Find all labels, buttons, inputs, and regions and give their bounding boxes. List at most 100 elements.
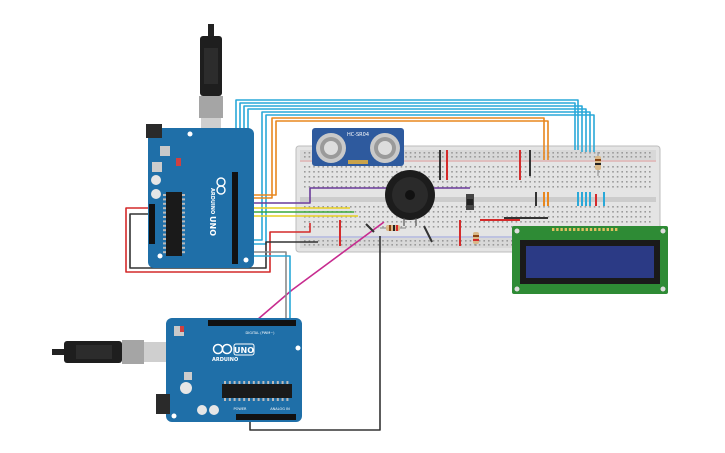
breadboard-hole xyxy=(340,181,343,183)
breadboard-hole xyxy=(313,186,315,188)
breadboard-hole xyxy=(488,186,490,188)
breadboard-hole xyxy=(437,206,439,208)
arduino-top-brand: ARDUINO xyxy=(209,188,215,214)
breadboard-hole xyxy=(327,181,329,183)
breadboard-hole xyxy=(336,206,338,208)
breadboard-hole xyxy=(644,152,646,154)
breadboard-hole xyxy=(465,244,467,246)
breadboard-hole xyxy=(603,216,605,218)
breadboard-hole xyxy=(451,166,453,168)
breadboard-hole xyxy=(336,181,338,183)
breadboard-hole xyxy=(331,181,334,183)
breadboard-hole xyxy=(414,156,416,158)
breadboard-hole xyxy=(469,166,472,168)
breadboard-hole xyxy=(607,176,610,178)
breadboard-hole xyxy=(524,156,527,158)
breadboard-hole xyxy=(570,186,573,188)
breadboard-hole xyxy=(635,211,637,213)
breadboard-hole xyxy=(639,171,642,173)
breadboard-hole xyxy=(511,156,513,158)
lcd-pin xyxy=(589,228,593,231)
breadboard-hole xyxy=(488,240,490,242)
chip-pin xyxy=(182,251,185,254)
breadboard-hole xyxy=(570,181,573,183)
breadboard-hole xyxy=(501,166,504,168)
breadboard-hole xyxy=(451,226,453,228)
breadboard-hole xyxy=(511,181,513,183)
chip-pins xyxy=(224,381,289,401)
chip-pin xyxy=(228,398,231,401)
breadboard-hole xyxy=(313,244,315,246)
breadboard-hole xyxy=(350,176,352,178)
chip-pin xyxy=(182,216,185,218)
breadboard-hole xyxy=(336,186,338,188)
breadboard-hole xyxy=(511,216,513,218)
breadboard-hole xyxy=(575,176,577,178)
breadboard-hole xyxy=(626,156,628,158)
breadboard-hole xyxy=(373,221,375,223)
breadboard-hole xyxy=(382,171,384,173)
breadboard-hole xyxy=(363,186,366,188)
breadboard-hole xyxy=(451,221,453,223)
breadboard-hole xyxy=(359,244,361,246)
breadboard-hole xyxy=(524,206,527,208)
breadboard-hole xyxy=(350,186,352,188)
breadboard-hole xyxy=(616,181,619,183)
breadboard-hole xyxy=(340,176,343,178)
breadboard-hole xyxy=(354,226,357,228)
lcd-pin xyxy=(573,228,576,231)
breadboard-hole xyxy=(538,216,541,218)
breadboard-hole xyxy=(478,166,481,168)
breadboard-hole xyxy=(442,166,444,168)
breadboard-hole xyxy=(350,226,352,228)
breadboard-hole xyxy=(382,216,384,218)
chip-pins xyxy=(163,194,185,254)
breadboard-hole xyxy=(350,244,352,246)
breadboard-hole xyxy=(598,211,600,213)
breadboard-hole xyxy=(414,244,416,246)
breadboard-hole xyxy=(423,156,426,158)
breadboard-hole xyxy=(616,221,619,223)
breadboard-hole xyxy=(584,152,587,154)
breadboard-hole xyxy=(368,186,370,188)
breadboard-hole xyxy=(497,176,499,178)
breadboard-hole xyxy=(405,156,407,158)
breadboard-hole xyxy=(474,181,476,183)
breadboard-hole xyxy=(428,156,430,158)
breadboard-hole xyxy=(524,181,527,183)
breadboard-hole xyxy=(501,152,504,154)
breadboard-hole xyxy=(382,176,384,178)
breadboard-hole xyxy=(557,166,559,168)
breadboard-hole xyxy=(639,181,642,183)
breadboard-hole xyxy=(327,186,329,188)
breadboard-hole xyxy=(322,221,324,223)
breadboard-hole xyxy=(630,166,633,168)
wire-cyan-bottom xyxy=(246,255,291,322)
breadboard-hole xyxy=(561,211,564,213)
chip-pin xyxy=(238,381,241,384)
breadboard-hole xyxy=(492,166,495,168)
breadboard-hole xyxy=(520,216,522,218)
breadboard-hole xyxy=(382,244,384,246)
breadboard-hole xyxy=(446,216,449,218)
lcd-pin xyxy=(610,228,614,231)
breadboard-hole xyxy=(538,211,541,213)
breadboard-hole xyxy=(621,176,623,178)
breadboard-hole xyxy=(534,211,536,213)
breadboard-hole xyxy=(354,186,357,188)
breadboard-hole xyxy=(607,152,610,154)
breadboard-hole xyxy=(547,176,550,178)
breadboard-hole xyxy=(382,226,384,228)
chip-pin xyxy=(257,398,260,401)
breadboard-hole xyxy=(359,171,361,173)
breadboard-hole xyxy=(557,152,559,154)
breadboard-hole xyxy=(354,181,357,183)
breadboard-hole xyxy=(616,156,619,158)
breadboard-hole xyxy=(354,240,357,242)
breadboard-hole xyxy=(409,244,412,246)
breadboard-hole xyxy=(465,206,467,208)
breadboard-hole xyxy=(317,166,320,168)
breadboard-hole xyxy=(345,240,347,242)
breadboard-hole xyxy=(644,211,646,213)
breadboard-hole xyxy=(483,244,485,246)
